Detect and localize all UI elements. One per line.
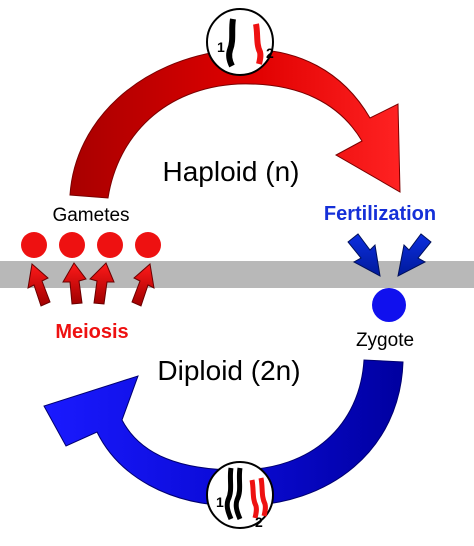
- gamete-dot-icon: [97, 232, 123, 258]
- meiosis-arrows: [27, 262, 155, 307]
- chromosome-red-2-icon: [253, 23, 264, 65]
- diploid-arc-arrow: [43, 359, 404, 507]
- gamete-dot-icon: [135, 232, 161, 258]
- meiosis-up-arrow-icon: [89, 262, 115, 305]
- zygote-dot-icon: [372, 288, 406, 322]
- haploid-label: Haploid (n): [163, 156, 300, 187]
- chromosome-black-1b-icon: [233, 467, 243, 520]
- zygote-label: Zygote: [356, 330, 414, 351]
- meiosis-up-arrow-icon: [27, 263, 51, 307]
- diploid-chromosome-circle: 1 2: [206, 461, 274, 530]
- meiosis-label: Meiosis: [55, 321, 128, 343]
- chromosome-red-2a-icon: [249, 479, 259, 519]
- diploid-label: Diploid (2n): [157, 355, 300, 386]
- gamete-dot-icon: [21, 232, 47, 258]
- haploid-arc-arrow: [69, 48, 401, 199]
- diploid-chromosome-number-1: 1: [216, 494, 224, 510]
- meiosis-up-arrow-icon: [131, 263, 155, 307]
- fertilization-down-arrow-icon: [347, 233, 381, 277]
- chromosome-black-1a-icon: [224, 467, 234, 520]
- gametes-label: Gametes: [52, 205, 129, 226]
- gamete-dot-icon: [59, 232, 85, 258]
- fertilization-label: Fertilization: [324, 203, 436, 225]
- chromosome-red-2b-icon: [258, 477, 268, 517]
- diploid-chromosome-number-2: 2: [255, 514, 263, 530]
- meiosis-up-arrow-icon: [62, 262, 87, 305]
- fertilization-arrows: [347, 233, 432, 277]
- haploid-chromosome-number-2: 2: [266, 45, 274, 61]
- haploid-chromosome-circle: 1 2: [206, 8, 274, 76]
- chromosome-black-1-icon: [226, 18, 236, 68]
- haploid-chromosome-number-1: 1: [217, 39, 225, 55]
- fertilization-down-arrow-icon: [397, 233, 432, 277]
